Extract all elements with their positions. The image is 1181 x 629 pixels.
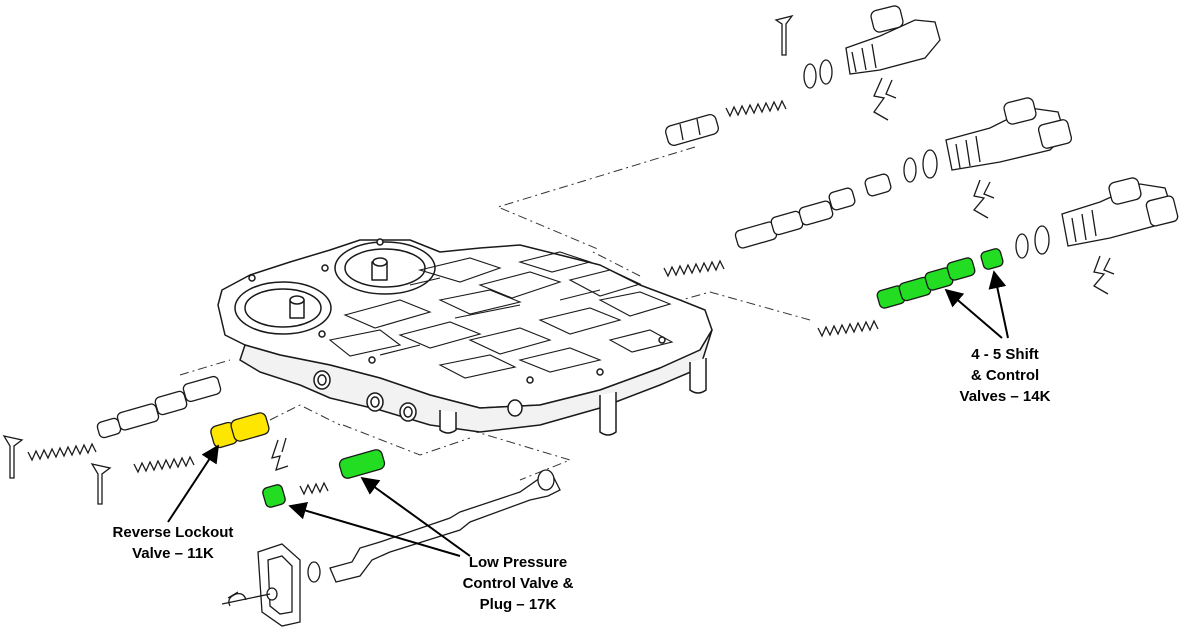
arrow-low-pressure-plug — [288, 501, 461, 557]
left-lower-spring — [133, 455, 195, 474]
label-line: Valve – 11K — [132, 545, 214, 562]
low-pressure-train — [221, 437, 561, 627]
callout-arrows — [167, 270, 1009, 557]
label-line: Plug – 17K — [479, 596, 557, 613]
low-pressure-plug-green — [262, 484, 286, 508]
middle-solenoid — [945, 97, 1073, 171]
middle-plug — [864, 173, 892, 197]
label-line: Reverse Lockout — [112, 524, 234, 541]
shift-control-valves-label: 4 - 5 Shift & Control Valves – 14K — [930, 344, 1080, 407]
lower-solenoid — [1061, 177, 1179, 247]
left-upper-pin-icon — [2, 435, 24, 479]
arrow-shift-valve — [944, 288, 1003, 339]
valve-body-housing — [217, 238, 713, 436]
low-pressure-spring — [299, 481, 329, 496]
arrow-control-valve — [988, 270, 1009, 339]
middle-shift-valve — [734, 187, 856, 249]
top-solenoid — [845, 5, 941, 75]
label-line: & Control — [970, 367, 1040, 384]
top-clip-icon — [873, 77, 897, 121]
top-valve-train — [665, 5, 941, 147]
bracket-clip-icon — [227, 591, 247, 607]
left-lower-pin-icon — [90, 463, 112, 505]
reverse-lockout-valve-yellow — [210, 412, 270, 449]
label-line: Valves – 14K — [959, 388, 1051, 405]
middle-valve-train — [663, 97, 1073, 278]
low-pressure-clip-icon — [271, 437, 289, 472]
label-line: 4 - 5 Shift — [971, 346, 1039, 363]
arrow-low-pressure-valve — [360, 476, 471, 557]
shift-spring — [817, 319, 879, 338]
shift-control-valve-train — [817, 177, 1179, 338]
arrow-reverse-lockout — [167, 444, 219, 523]
left-valve-trains — [2, 375, 270, 505]
control-valve-green — [980, 248, 1004, 270]
low-pressure-valve-green — [338, 449, 386, 479]
top-spring — [725, 99, 787, 118]
left-upper-spring — [27, 442, 97, 462]
label-line: Low Pressure — [468, 554, 568, 571]
manual-valve-rod — [329, 469, 561, 583]
low-pressure-control-valve-label: Low Pressure Control Valve & Plug – 17K — [428, 552, 608, 615]
retaining-pin-icon — [774, 14, 794, 56]
label-line: Control Valve & — [462, 575, 574, 592]
reverse-lockout-valve-label: Reverse Lockout Valve – 11K — [88, 522, 258, 564]
middle-spring — [663, 259, 725, 278]
detent-bracket — [257, 543, 301, 627]
middle-clip-icon — [973, 179, 995, 219]
top-valve — [665, 113, 719, 147]
shift-valve-green — [876, 257, 976, 309]
valve-body-channels — [328, 251, 674, 379]
lower-clip-icon — [1093, 255, 1115, 295]
